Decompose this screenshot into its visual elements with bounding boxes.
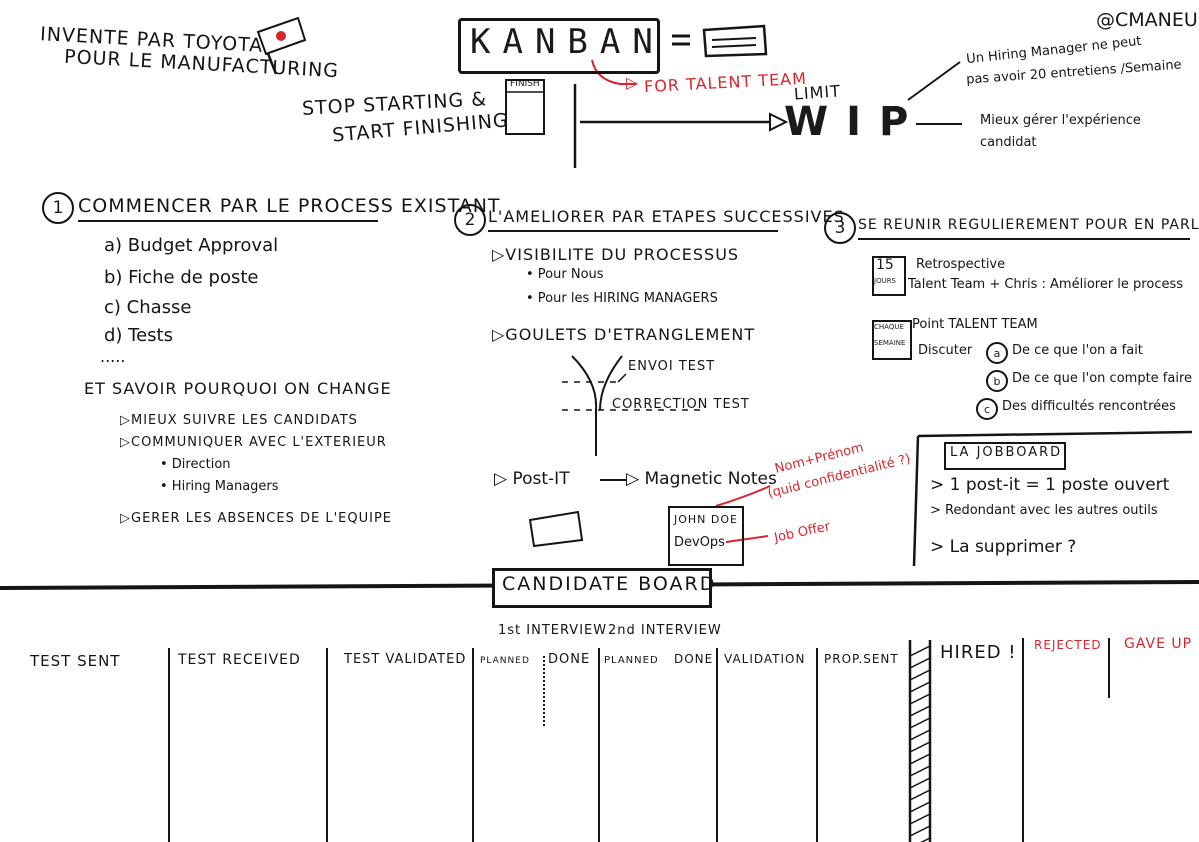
magnetic-card xyxy=(668,506,744,566)
kanban-title-box xyxy=(458,18,660,74)
section-2-number: 2 xyxy=(454,204,486,236)
col-test-sent: TEST SENT xyxy=(30,652,121,670)
board-title-box xyxy=(492,568,712,608)
s1-bullet-1: ▷MIEUX SUIVRE LES CANDIDATS xyxy=(120,413,358,428)
col-sep xyxy=(326,648,328,842)
col-validation: VALIDATION xyxy=(724,652,806,666)
col-hired: HIRED ! xyxy=(940,642,1017,663)
jobboard-line-3: > La supprimer ? xyxy=(930,537,1077,557)
author-handle: @CMANEU xyxy=(1096,9,1198,31)
wip-label: WIP xyxy=(784,99,927,145)
section-2-underline xyxy=(488,230,778,232)
section-3-title: SE REUNIR REGULIEREMENT POUR EN PARLER xyxy=(858,217,1199,233)
s1-sub-1: • Direction xyxy=(160,457,231,472)
badge-15-jours xyxy=(872,256,906,296)
jobboard-line-1: > 1 post-it = 1 poste ouvert xyxy=(930,475,1170,495)
col-dotted-sep xyxy=(543,656,545,726)
s2-correction-test: CORRECTION TEST xyxy=(612,397,750,412)
s3-discuter: Discuter xyxy=(918,343,973,358)
jobboard-title: LA JOBBOARD xyxy=(950,445,1063,460)
interview-1-label: 1st INTERVIEW xyxy=(498,623,608,638)
wip-note-2b: candidat xyxy=(980,135,1037,150)
s1-why: ET SAVOIR POURQUOI ON CHANGE xyxy=(84,379,392,398)
s2-magnetic: ▷ Magnetic Notes xyxy=(626,469,777,489)
col-planned-2: PLANNED xyxy=(604,655,659,666)
hired-hatch xyxy=(908,640,932,842)
section-2-title: L'AMELIORER PAR ETAPES SUCCESSIVES xyxy=(488,207,845,226)
card-name: JOHN DOE xyxy=(674,513,738,526)
col-sep xyxy=(168,648,170,842)
s2-postit: ▷ Post-IT xyxy=(494,469,570,489)
s3-b-circle: b xyxy=(986,370,1008,392)
col-sep xyxy=(716,648,718,842)
badge-2-line2: SEMAINE xyxy=(874,339,906,347)
s2-visibility: ▷VISIBILITE DU PROCESSUS xyxy=(492,245,740,264)
jobboard-title-box xyxy=(944,442,1066,470)
badge-chaque-semaine xyxy=(872,320,912,360)
s1-item-d: d) Tests xyxy=(104,325,173,346)
s3-a-text: De ce que l'on a fait xyxy=(1012,343,1143,358)
s1-item-more: ..... xyxy=(100,347,126,366)
badge-1-number: 15 xyxy=(876,257,894,273)
col-sep xyxy=(1022,638,1024,842)
s3-point: Point TALENT TEAM xyxy=(912,317,1038,332)
section-3-underline xyxy=(858,238,1190,240)
s1-bullet-2: ▷COMMUNIQUER AVEC L'EXTERIEUR xyxy=(120,435,387,450)
screen-icon xyxy=(672,24,768,58)
s2-envoi-test: ENVOI TEST xyxy=(628,359,716,374)
col-done-1: DONE xyxy=(548,652,591,667)
s2-vis-2: • Pour les HIRING MANAGERS xyxy=(526,291,718,306)
s2-vis-1: • Pour Nous xyxy=(526,267,604,282)
s3-c-text: Des difficultés rencontrées xyxy=(1002,399,1176,414)
s3-retro-detail: Talent Team + Chris : Améliorer le proce… xyxy=(908,277,1184,292)
col-test-validated: TEST VALIDATED xyxy=(344,652,467,667)
japan-flag-icon xyxy=(256,16,307,75)
finish-label: FINISH xyxy=(510,79,540,89)
col-sep xyxy=(472,648,474,842)
s1-item-c: c) Chasse xyxy=(104,297,192,318)
section-1-number: 1 xyxy=(42,192,74,224)
col-planned-1: PLANNED xyxy=(480,656,530,666)
s1-item-b: b) Fiche de poste xyxy=(104,267,259,288)
col-sep xyxy=(1108,638,1110,698)
col-sep xyxy=(816,648,818,842)
s1-sub-2: • Hiring Managers xyxy=(160,479,279,494)
col-test-received: TEST RECEIVED xyxy=(178,652,301,668)
wip-note-2a: Mieux gérer l'expérience xyxy=(980,113,1141,128)
s3-b-text: De ce que l'on compte faire xyxy=(1012,371,1193,386)
col-gave-up: GAVE UP xyxy=(1124,636,1193,652)
kanban-title: KANBAN xyxy=(470,22,665,62)
card-role: DevOps xyxy=(674,535,725,550)
col-sep xyxy=(598,648,600,842)
s2-bottleneck: ▷GOULETS D'ETRANGLEMENT xyxy=(492,325,756,344)
s1-bullet-3: ▷GERER LES ABSENCES DE L'EQUIPE xyxy=(120,511,393,526)
badge-2-line1: CHAQUE xyxy=(874,323,904,331)
jobboard-line-2: > Redondant avec les autres outils xyxy=(930,503,1158,518)
s3-c-circle: c xyxy=(976,398,998,420)
col-rejected: REJECTED xyxy=(1034,638,1102,652)
section-1-underline xyxy=(78,220,378,222)
s1-item-a: a) Budget Approval xyxy=(104,235,279,256)
interview-2-label: 2nd INTERVIEW xyxy=(608,623,722,638)
s3-retro: Retrospective xyxy=(916,257,1006,272)
col-done-2: DONE xyxy=(674,652,714,666)
col-prop-sent: PROP.SENT xyxy=(824,652,899,666)
s3-a-circle: a xyxy=(986,342,1008,364)
section-3-number: 3 xyxy=(824,212,856,244)
badge-1-unit: JOURS xyxy=(874,277,897,285)
section-1-title: COMMENCER PAR LE PROCESS EXISTANT xyxy=(78,195,501,217)
board-title: CANDIDATE BOARD xyxy=(502,573,717,595)
arrow-icon: ▷ xyxy=(626,73,639,92)
